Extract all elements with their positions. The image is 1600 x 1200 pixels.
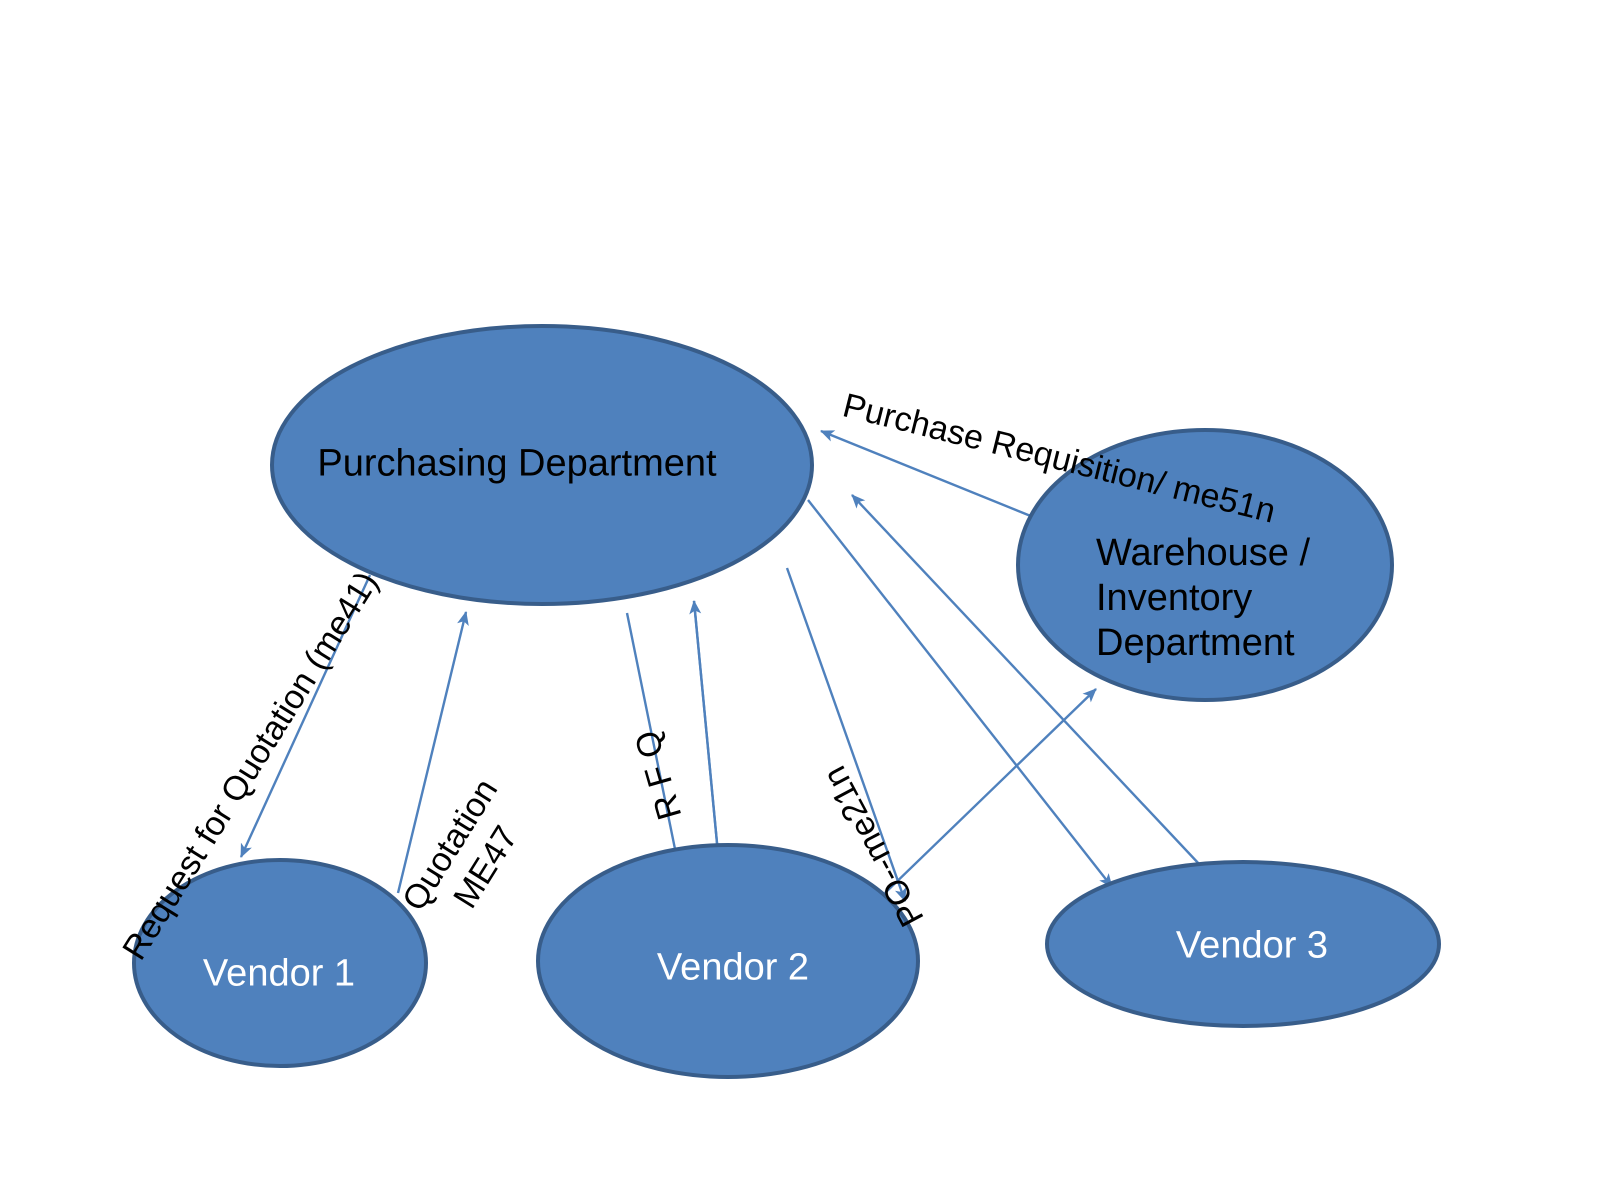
vendor2-label: Vendor 2 <box>656 946 810 989</box>
vendor1-node <box>132 858 428 1068</box>
request-for-quotation-arrow <box>239 574 372 858</box>
purchasing-vendor2-line <box>625 612 677 850</box>
edge-lines <box>239 429 1201 902</box>
warehouse-label-line2: Inventory <box>1096 577 1253 619</box>
warehouse-inventory-node <box>1016 428 1394 702</box>
warehouse-label-line1: Warehouse / <box>1096 532 1311 574</box>
vendor2-node <box>536 843 920 1079</box>
purchasing-department-label: Purchasing Department <box>317 442 717 485</box>
vendor1-label: Vendor 1 <box>202 952 356 995</box>
purchase-requisition-arrow <box>820 429 1049 525</box>
warehouse-label-line3: Department <box>1096 622 1295 664</box>
node-shapes <box>132 324 1441 1079</box>
warehouse-node-label: Warehouse / Inventory Department <box>1096 531 1310 666</box>
rfq-double-arrow-reverse <box>689 600 721 865</box>
quotation-me47-arrow <box>396 611 469 894</box>
vendor2-to-warehouse-arrow <box>884 688 1097 894</box>
purchasing-department-node <box>270 324 814 606</box>
po-me21n-arrow <box>785 567 907 902</box>
vendor3-label: Vendor 3 <box>1175 924 1329 967</box>
purchasing-to-vendor3-arrow <box>807 499 1113 888</box>
vendor3-to-purchasing-arrow <box>851 494 1201 866</box>
vendor3-node <box>1045 860 1441 1028</box>
